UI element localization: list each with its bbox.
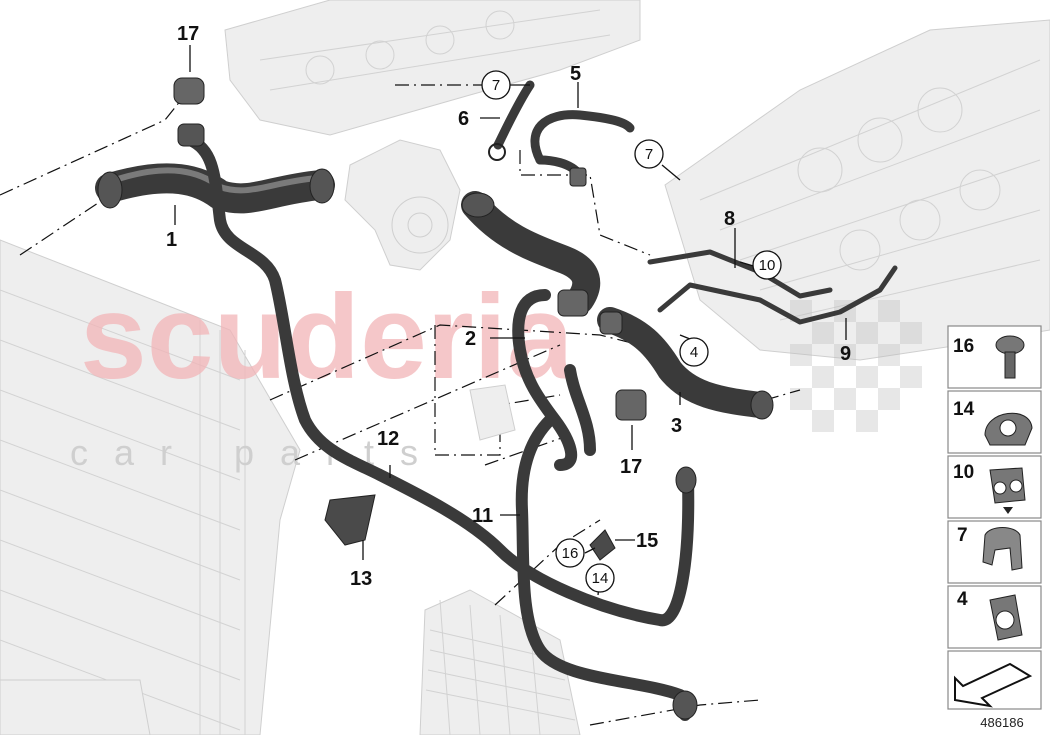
- circled-callout-7-right: 7: [634, 139, 664, 169]
- double-clip-icon: [989, 467, 1026, 514]
- legend-item-7: 7: [947, 520, 1042, 584]
- circled-callouts: 7 7 10 4 16 14: [481, 70, 782, 593]
- hose-1-branch: [173, 77, 697, 627]
- bracket-13: [324, 494, 376, 546]
- hose-3: [597, 307, 774, 420]
- engine-block-ghost: [224, 0, 1050, 361]
- hose-1-top-cap: [173, 77, 205, 105]
- legend-item-7-label: 7: [957, 525, 968, 546]
- bracket-15: [589, 529, 616, 561]
- hose-6: [488, 80, 535, 161]
- callout-12: 12: [377, 428, 399, 450]
- diagram-reference-number: 486186: [980, 715, 1023, 730]
- circled-callout-7-top-label: 7: [492, 77, 500, 94]
- legend-item-14: 14: [947, 390, 1042, 454]
- legend-panel: 16 14 10 7: [947, 325, 1042, 710]
- callout-9: 9: [840, 343, 851, 365]
- pipe-9: [657, 265, 898, 325]
- callout-3: 3: [671, 415, 682, 437]
- callout-17-lower: 17: [620, 456, 642, 478]
- callout-5: 5: [570, 63, 581, 85]
- callout-2: 2: [465, 328, 476, 350]
- watermark: scuderia car parts: [70, 270, 922, 473]
- thermostat-ghost: [469, 384, 516, 441]
- hose-1-end-left: [97, 171, 123, 209]
- hose-2-top-end: [461, 192, 495, 218]
- hose-11: [515, 414, 698, 721]
- screw-icon: [995, 335, 1025, 379]
- legend-item-10: 10: [947, 455, 1042, 519]
- callout-17-top: 17: [177, 23, 199, 45]
- hose-1-top-fitting: [177, 123, 205, 147]
- circled-callout-7-top: 7: [481, 70, 511, 100]
- callout-1: 1: [166, 229, 177, 251]
- hose-6-clip: [488, 143, 506, 161]
- circled-callout-4-label: 4: [690, 344, 698, 361]
- legend-item-14-label: 14: [953, 399, 975, 420]
- hose-5-fitting: [569, 167, 587, 187]
- hose-2-main: [461, 191, 601, 471]
- circled-callout-14-label: 14: [592, 570, 609, 587]
- spring-clamp-icon: [989, 594, 1023, 641]
- radiator-left-ghost: [0, 239, 301, 735]
- hose-3-clamp: [599, 311, 623, 335]
- callout-15: 15: [636, 530, 658, 552]
- callout-numbers: 17 1 2 3 5 6 8 9 11 12 13 15 17: [166, 23, 851, 590]
- legend-item-4-label: 4: [957, 589, 968, 610]
- hose-11-end: [672, 690, 698, 720]
- legend-item-16-label: 16: [953, 336, 974, 357]
- hose-1-end-right: [309, 168, 335, 204]
- legend-item-4: 4: [947, 585, 1042, 649]
- hose-clamp-icon: [982, 527, 1023, 571]
- circled-callout-16-label: 16: [562, 545, 579, 562]
- hose-3-end: [750, 390, 774, 420]
- leader-lines: [174, 45, 847, 596]
- circled-callout-14: 14: [585, 563, 615, 593]
- front-direction-arrow-icon: [954, 662, 1033, 708]
- hose-2-connector: [557, 289, 589, 317]
- legend-item-16: 16: [947, 325, 1042, 389]
- callout-8: 8: [724, 208, 735, 230]
- callout-11: 11: [472, 505, 493, 527]
- watermark-main: scuderia: [80, 270, 575, 404]
- callout-6: 6: [458, 108, 469, 130]
- circled-callout-16: 16: [555, 538, 585, 568]
- water-pump-ghost: [344, 139, 461, 271]
- circled-callout-7-right-label: 7: [645, 146, 653, 163]
- hose-5: [530, 110, 635, 187]
- hose-1-lower-end: [675, 466, 697, 494]
- legend-direction-box: [947, 650, 1042, 710]
- circled-callout-10-label: 10: [759, 257, 776, 274]
- bottom-left-block-ghost: [0, 679, 151, 735]
- circled-callout-4: 4: [679, 337, 709, 367]
- callout-13: 13: [350, 568, 372, 590]
- part-17-lower: [615, 389, 647, 421]
- legend-item-10-label: 10: [953, 462, 974, 483]
- hose-clip-icon: [984, 412, 1033, 446]
- circled-callout-10: 10: [752, 250, 782, 280]
